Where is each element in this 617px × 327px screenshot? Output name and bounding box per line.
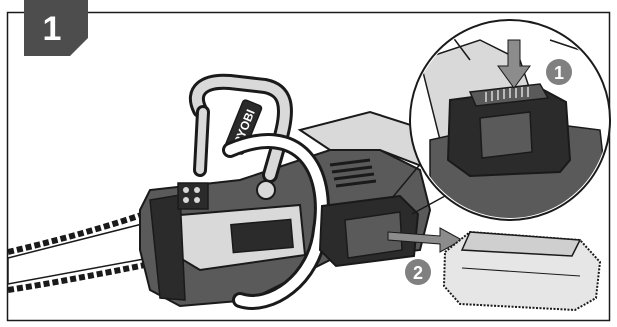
removed-battery (444, 232, 600, 310)
callout-1: 1 (546, 59, 572, 85)
oil-cap (178, 183, 208, 209)
installed-battery (320, 196, 418, 266)
callout-1-label: 1 (554, 63, 564, 83)
callout-2-label: 2 (413, 263, 423, 283)
callout-2: 2 (405, 259, 431, 285)
step-number: 1 (43, 10, 62, 48)
step-badge: 1 (24, 0, 88, 56)
